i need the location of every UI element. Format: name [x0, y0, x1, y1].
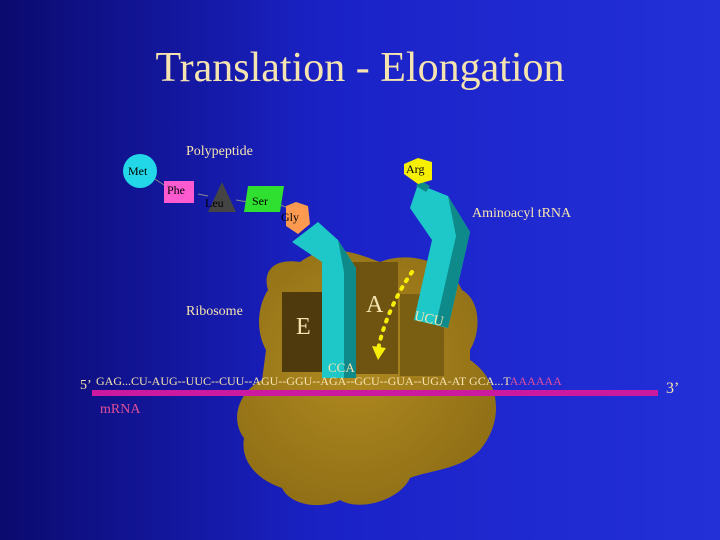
movement-dotted-arrow: [376, 270, 414, 352]
gly-hexagon: [286, 202, 310, 234]
mrna-label: mRNA: [100, 402, 141, 417]
e-site-label: E: [296, 314, 311, 340]
met-circle: [123, 154, 157, 188]
met-label: Met: [128, 164, 148, 178]
mrna-strand: [92, 390, 658, 396]
three-prime-label: 3’: [666, 380, 680, 397]
polypeptide-label: Polypeptide: [186, 144, 253, 159]
phe-square: [164, 181, 194, 203]
arrow-head: [372, 346, 386, 360]
ribosome-label: Ribosome: [186, 304, 243, 319]
p-trna: [292, 222, 356, 378]
p-site-pocket: [350, 262, 398, 374]
slide-title: Translation - Elongation: [155, 45, 565, 91]
arg-label: Arg: [406, 162, 425, 176]
mrna-sequence: GAG...CU-AUG--UUC--CUU--AGU--GGU--AGA--G…: [96, 374, 562, 389]
a-site-label: A: [366, 292, 384, 318]
cca-label: CCA: [328, 360, 355, 375]
aminoacyl-trna-shade: [436, 196, 470, 328]
five-prime-label: 5’: [80, 378, 92, 393]
poly-a-tail: AAAAAA: [509, 374, 562, 388]
ser-label: Ser: [252, 194, 268, 208]
ser-parallelogram: [244, 186, 284, 212]
aminoacyl-trna-label: Aminoacyl tRNA: [472, 206, 572, 221]
gly-label: Gly: [281, 210, 299, 224]
p-trna-shade: [338, 240, 356, 378]
leu-label: Leu: [205, 196, 224, 210]
mrna-sequence-main: GAG...CU-AUG--UUC--CUU--AGU--GGU--AGA--G…: [96, 374, 510, 388]
leu-triangle: [208, 182, 236, 212]
phe-label: Phe: [167, 183, 185, 197]
bond-phe-leu: [197, 193, 209, 197]
arg-pentagon: [404, 158, 432, 184]
